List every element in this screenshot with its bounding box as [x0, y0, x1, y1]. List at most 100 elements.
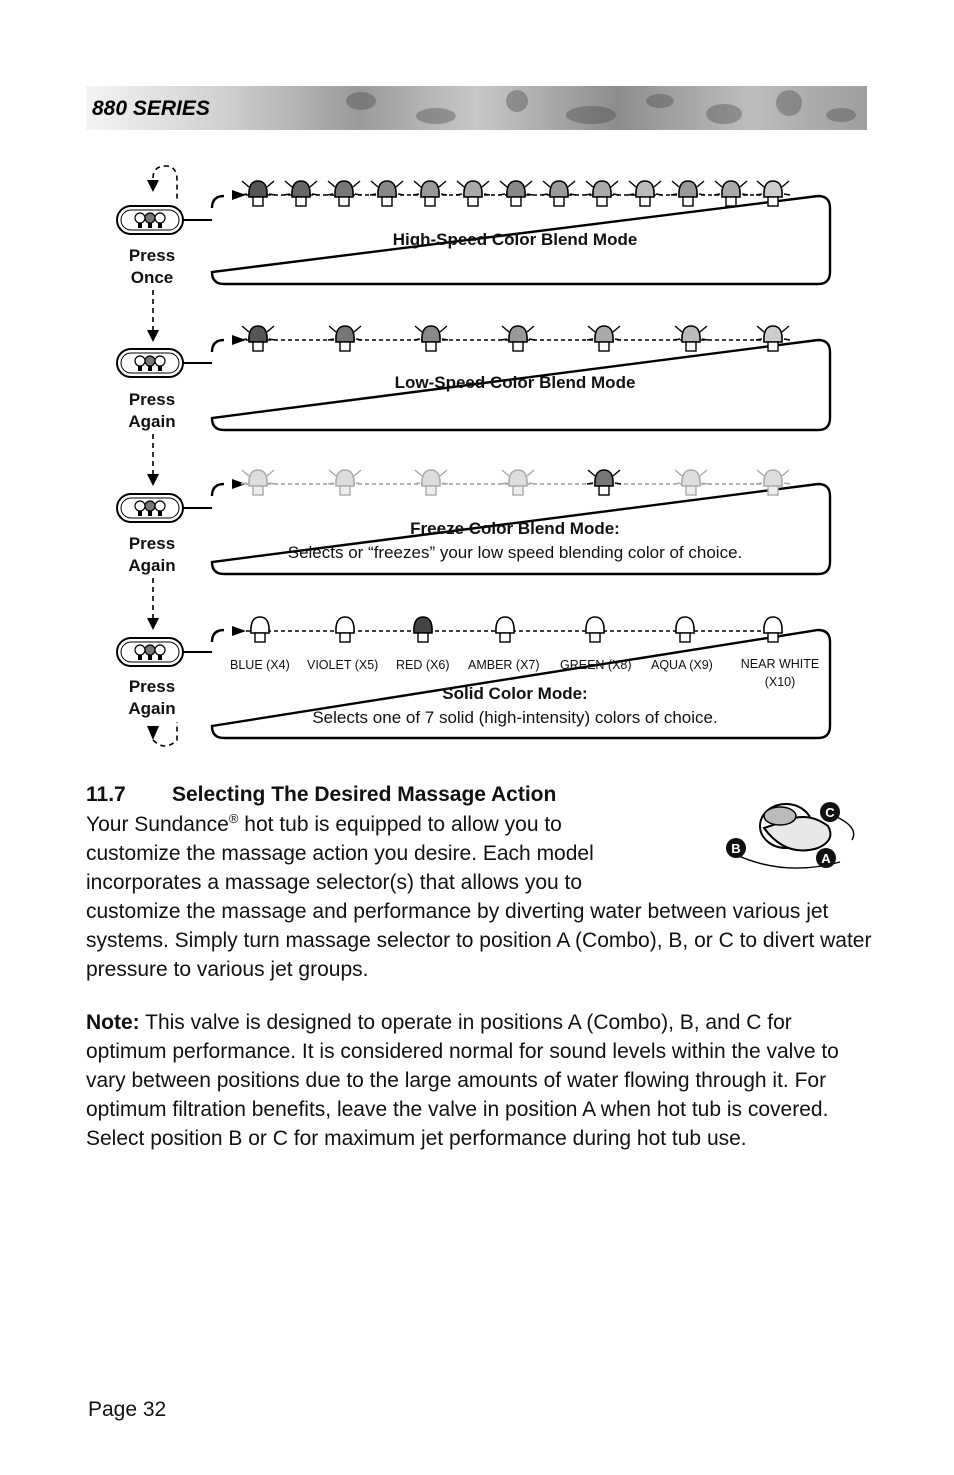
loop-arrow-top [152, 165, 178, 200]
selector-position-a: A [816, 848, 836, 868]
mode-box-4 [210, 628, 832, 740]
button-bulb-base-icon [158, 655, 162, 660]
color-label-red: RED (X6) [396, 658, 450, 672]
bulb-high-speed-10 [627, 180, 663, 207]
bulb-high-speed-1 [240, 180, 276, 207]
light-chain-freeze-arrow [232, 479, 246, 489]
bulb-low-speed-5 [586, 325, 622, 352]
button-bulb-base-icon [148, 511, 152, 516]
bulb-high-speed-11 [670, 180, 706, 207]
button-bulb-icon [154, 644, 166, 656]
bulb-high-speed-12 [713, 180, 749, 207]
bulb-low-speed-1 [240, 325, 276, 352]
svg-text:C: C [825, 805, 835, 820]
bulb-solid-1 [250, 616, 270, 643]
bulb-high-speed-2 [283, 180, 319, 207]
button-bulb-icon [154, 212, 166, 224]
button-bulb-icon [134, 500, 146, 512]
bulb-low-speed-2 [327, 325, 363, 352]
button-bulb-icon [144, 212, 156, 224]
flow-arrow-2 [147, 474, 159, 486]
mode-title-freeze: Freeze Color Blend Mode: [410, 519, 620, 538]
button-bulb-icon [134, 644, 146, 656]
loop-arrow-bottom [152, 722, 178, 747]
intro-paragraph: Your Sundance® hot tub is equipped to al… [86, 811, 594, 894]
button-bulb-base-icon [148, 366, 152, 371]
section-heading: 11.7 Selecting The Desired Massage Action [86, 783, 556, 807]
bulb-high-speed-13 [755, 180, 791, 207]
bulb-low-speed-3 [413, 325, 449, 352]
selector-position-b: B [726, 838, 746, 858]
bulb-high-speed-9 [584, 180, 620, 207]
bulb-high-speed-6 [455, 180, 491, 207]
mode-box-1 [210, 194, 832, 286]
color-label-amber: AMBER (X7) [468, 658, 540, 672]
light-button-inner-2 [120, 352, 180, 374]
massage-selector-illustration: B A C [726, 802, 855, 869]
button-bulb-icon [144, 644, 156, 656]
bulb-high-speed-8 [541, 180, 577, 207]
button-bulb-icon [134, 355, 146, 367]
mode-title-low-speed: Low-Speed Color Blend Mode [394, 373, 636, 392]
color-label-blue: BLUE (X4) [230, 658, 290, 672]
button-bulb-icon [154, 500, 166, 512]
bulb-solid-7 [763, 616, 783, 643]
button-bulb-base-icon [138, 511, 142, 516]
mode-subtitle-solid: Selects one of 7 solid (high-intensity) … [312, 708, 718, 727]
color-label-green: GREEN (X8) [560, 658, 632, 672]
light-button-inner-1 [120, 209, 180, 231]
color-label-violet: VIOLET (X5) [307, 658, 379, 672]
bulb-solid-6 [675, 616, 695, 643]
bulb-solid-5 [585, 616, 605, 643]
press-label-4: Press Again [128, 677, 176, 718]
button-bulb-base-icon [158, 511, 162, 516]
mode-box-2 [210, 338, 832, 432]
mode-title-high-speed: High-Speed Color Blend Mode [392, 230, 638, 249]
color-label-near-white: NEAR WHITE (X10) [740, 657, 820, 689]
button-bulb-icon [144, 355, 156, 367]
note-label: Note: [86, 1011, 140, 1034]
button-bulb-icon [144, 500, 156, 512]
bulb-freeze-7 [755, 469, 791, 496]
intro-paragraph-continued: customize the massage and performance by… [86, 900, 872, 981]
light-button-inner-4 [120, 641, 180, 663]
bulb-freeze-3 [413, 469, 449, 496]
bulb-high-speed-4 [369, 180, 405, 207]
bulb-freeze-5 [586, 469, 622, 496]
page-header: 880 SERIES [86, 86, 867, 130]
light-chain-solid-arrow [232, 626, 246, 636]
svg-text:A: A [821, 851, 831, 866]
bulb-high-speed-7 [498, 180, 534, 207]
mode-subtitle-freeze: Selects or “freezes” your low speed blen… [287, 543, 743, 562]
section-title: Selecting The Desired Massage Action [172, 783, 557, 806]
light-mode-diagram [116, 165, 832, 747]
bulb-solid-4 [495, 616, 515, 643]
mode-title-solid: Solid Color Mode: [442, 684, 588, 703]
mode-box-3 [210, 482, 832, 576]
flow-arrow-3 [147, 618, 159, 630]
svg-text:B: B [731, 841, 740, 856]
selector-position-c: C [820, 802, 840, 822]
button-bulb-base-icon [158, 366, 162, 371]
bulb-low-speed-6 [673, 325, 709, 352]
button-bulb-base-icon [138, 655, 142, 660]
button-bulb-base-icon [148, 223, 152, 228]
bulb-low-speed-4 [500, 325, 536, 352]
page-number: Page 32 [88, 1398, 167, 1421]
bulb-freeze-2 [327, 469, 363, 496]
color-label-aqua: AQUA (X9) [651, 658, 713, 672]
light-button-inner-3 [120, 497, 180, 519]
section-number: 11.7 [86, 783, 126, 806]
bulb-freeze-1 [240, 469, 276, 496]
light-chain-high-speed-arrow [232, 190, 246, 200]
button-bulb-base-icon [148, 655, 152, 660]
arrow-head-bottom [147, 726, 159, 740]
flow-arrow-1 [147, 330, 159, 342]
button-bulb-base-icon [158, 223, 162, 228]
bulb-high-speed-3 [326, 180, 362, 207]
bulb-solid-3 [413, 616, 433, 643]
press-label-3: Press Again [128, 534, 176, 575]
bulb-high-speed-5 [412, 180, 448, 207]
press-label-2: Press Again [128, 390, 176, 431]
light-chain-low-speed-arrow [232, 335, 246, 345]
